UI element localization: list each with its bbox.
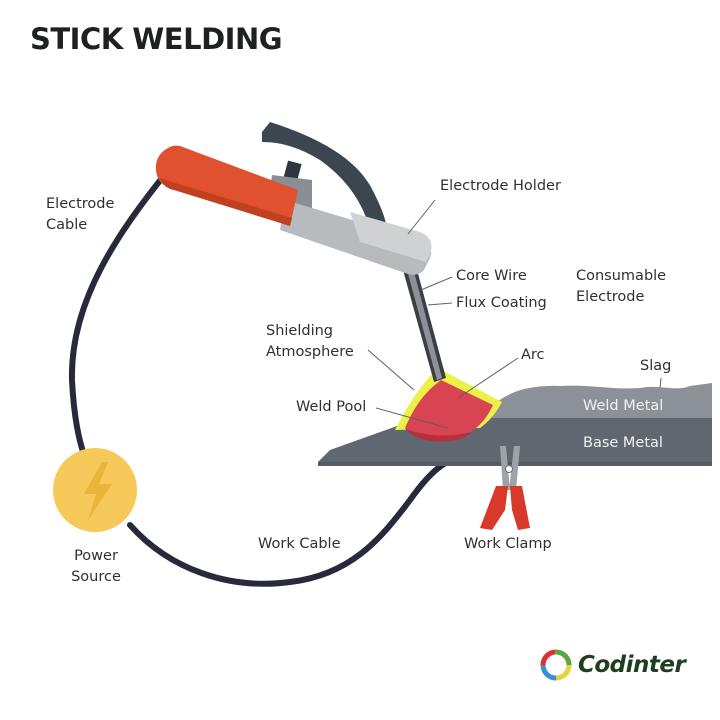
label-work-cable: Work Cable — [258, 536, 341, 552]
leader-weld-pool — [375, 407, 449, 429]
codinter-logo-icon — [540, 649, 572, 681]
leader-core-wire — [420, 276, 453, 291]
label-line: Consumable — [576, 268, 667, 284]
label-line: Atmosphere — [266, 344, 354, 360]
leader-electrode-holder — [407, 199, 436, 235]
label-line: Source — [71, 569, 121, 585]
brand-logo: Codinter — [538, 647, 686, 683]
label-work-clamp: Work Clamp — [464, 536, 552, 552]
label-line: Shielding — [266, 323, 333, 339]
lightning-bolt-icon — [84, 462, 112, 520]
leader-flux-coating — [427, 302, 453, 306]
work-clamp — [480, 446, 530, 530]
label-weld-metal: Weld Metal — [583, 398, 664, 414]
leader-shielding — [367, 349, 415, 391]
page-title: STICK WELDING — [30, 22, 283, 56]
label-slag: Slag — [640, 358, 672, 374]
label-electrode-cable: Electrode Cable — [46, 194, 114, 236]
label-core-wire: Core Wire — [456, 268, 527, 284]
leader-slag — [659, 377, 662, 389]
leader-arc — [457, 357, 519, 399]
label-line: Electrode — [46, 196, 115, 212]
label-line: Cable — [46, 217, 88, 233]
work-cable — [127, 450, 518, 587]
label-weld-pool: Weld Pool — [296, 399, 367, 415]
electrode-holder — [280, 200, 432, 275]
label-line: Power — [74, 548, 118, 564]
label-power-source: Power Source — [66, 546, 126, 588]
weld-metal — [480, 383, 712, 418]
label-line: Electrode — [576, 289, 645, 305]
weld-pool — [405, 428, 472, 442]
label-shielding-atmosphere: Shielding Atmosphere — [266, 321, 354, 363]
label-consumable-electrode: Consumable Electrode — [576, 266, 666, 308]
label-arc: Arc — [521, 347, 545, 363]
label-flux-coating: Flux Coating — [456, 295, 547, 311]
electrode-cable — [68, 165, 173, 463]
brand-name: Codinter — [578, 652, 686, 678]
electrode-handle — [155, 145, 298, 226]
label-base-metal: Base Metal — [583, 435, 663, 451]
label-electrode-holder: Electrode Holder — [440, 178, 561, 194]
base-metal — [318, 410, 712, 462]
arc — [405, 380, 493, 436]
